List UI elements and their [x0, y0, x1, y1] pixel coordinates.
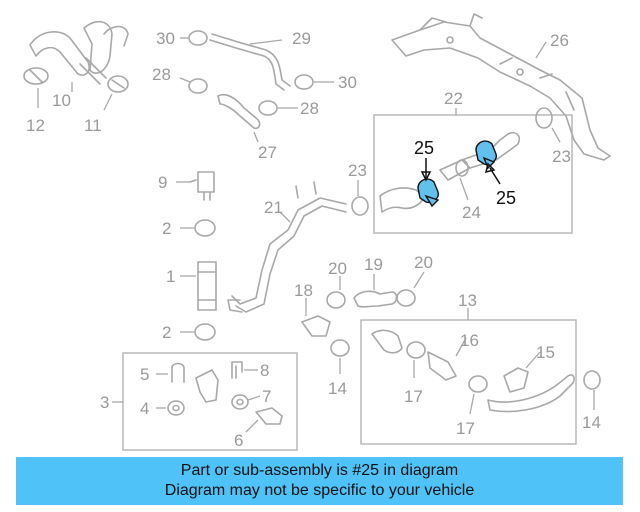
- fitting-18: [301, 315, 331, 337]
- callout-18: 18: [294, 281, 313, 300]
- callout-5: 5: [140, 365, 149, 384]
- clamp-20-right: [396, 289, 416, 307]
- fitting-9: [189, 171, 215, 201]
- callout-22: 22: [444, 89, 463, 108]
- callout-25-right: 25: [496, 188, 516, 208]
- callout-1: 1: [166, 267, 175, 286]
- callout-30-top: 30: [156, 29, 175, 48]
- callout-23-left: 23: [348, 161, 367, 180]
- hose-15: [487, 367, 575, 413]
- clamp-30-right: [294, 74, 314, 90]
- callout-25-left: 25: [414, 138, 434, 158]
- hose-27: [217, 93, 261, 130]
- callout-4: 4: [140, 399, 149, 418]
- callout-12: 12: [26, 116, 45, 135]
- callout-6: 6: [234, 431, 243, 450]
- connector-1: [197, 261, 217, 311]
- clamp-2-upper: [194, 219, 216, 237]
- callout-2-upper: 2: [162, 219, 171, 238]
- info-banner: Part or sub-assembly is #25 in diagram D…: [16, 457, 623, 505]
- pipe-29: [209, 33, 291, 91]
- hose-19: [353, 290, 398, 308]
- callout-19: 19: [364, 255, 383, 274]
- callout-20-left: 20: [328, 259, 347, 278]
- clamp-11: [107, 75, 129, 93]
- callout-26: 26: [550, 31, 569, 50]
- callout-14-right: 14: [582, 413, 601, 432]
- hose-5: [171, 362, 185, 383]
- banner-line-2: Diagram may not be specific to your vehi…: [164, 482, 475, 499]
- fitting-3-center: [195, 369, 219, 403]
- callout-17-lower: 17: [456, 419, 475, 438]
- callout-3: 3: [100, 393, 109, 412]
- callout-20-right: 20: [414, 253, 433, 272]
- clip-8: [231, 361, 243, 379]
- clamp-25-left-highlighted: [417, 178, 440, 208]
- clamp-28-left: [188, 78, 208, 94]
- clamp-30-top: [188, 30, 208, 46]
- group-box-22: [373, 114, 573, 234]
- callout-29: 29: [292, 29, 311, 48]
- pipe-21: [227, 181, 347, 313]
- callout-13: 13: [458, 291, 477, 310]
- gasket-7: [231, 394, 249, 410]
- hose-16: [371, 329, 457, 381]
- callout-28-right: 28: [300, 99, 319, 118]
- callout-14-left: 14: [328, 379, 347, 398]
- callout-28-left: 28: [152, 65, 171, 84]
- callout-7: 7: [262, 387, 271, 406]
- clamp-28-right: [258, 100, 278, 116]
- callout-9: 9: [158, 173, 167, 192]
- clamp-14-left: [330, 339, 350, 357]
- callout-11: 11: [84, 116, 102, 135]
- callout-2-lower: 2: [162, 323, 171, 342]
- o-ring-4: [167, 400, 185, 416]
- clamp-23-left: [351, 196, 369, 216]
- callout-21: 21: [264, 198, 283, 217]
- callout-15: 15: [536, 343, 555, 362]
- banner-line-1: Part or sub-assembly is #25 in diagram: [180, 462, 459, 479]
- clamp-23-right: [535, 107, 553, 129]
- callout-16: 16: [460, 331, 479, 350]
- callout-23-right: 23: [552, 147, 571, 166]
- clamp-25-right-highlighted: [475, 140, 497, 170]
- hose-assembly-10: [29, 21, 129, 85]
- callout-27: 27: [258, 143, 277, 162]
- parts-diagram: 12 10 11 30 29 30 28 28 27 26 23: [23, 13, 611, 451]
- callout-30-right: 30: [338, 73, 357, 92]
- hose-24: [379, 131, 521, 213]
- clamp-17-lower: [468, 375, 488, 393]
- callout-8: 8: [260, 361, 269, 380]
- callout-10: 10: [52, 91, 71, 110]
- clamp-20-left: [326, 291, 346, 309]
- clamp-17-upper: [406, 341, 426, 359]
- bracket-26: [391, 13, 611, 161]
- callout-24: 24: [462, 203, 481, 222]
- clamp-14-right: [583, 370, 601, 390]
- clamp-12: [23, 67, 49, 85]
- connector-6: [255, 407, 283, 425]
- clamp-2-lower: [194, 323, 216, 341]
- callout-17-upper: 17: [404, 387, 423, 406]
